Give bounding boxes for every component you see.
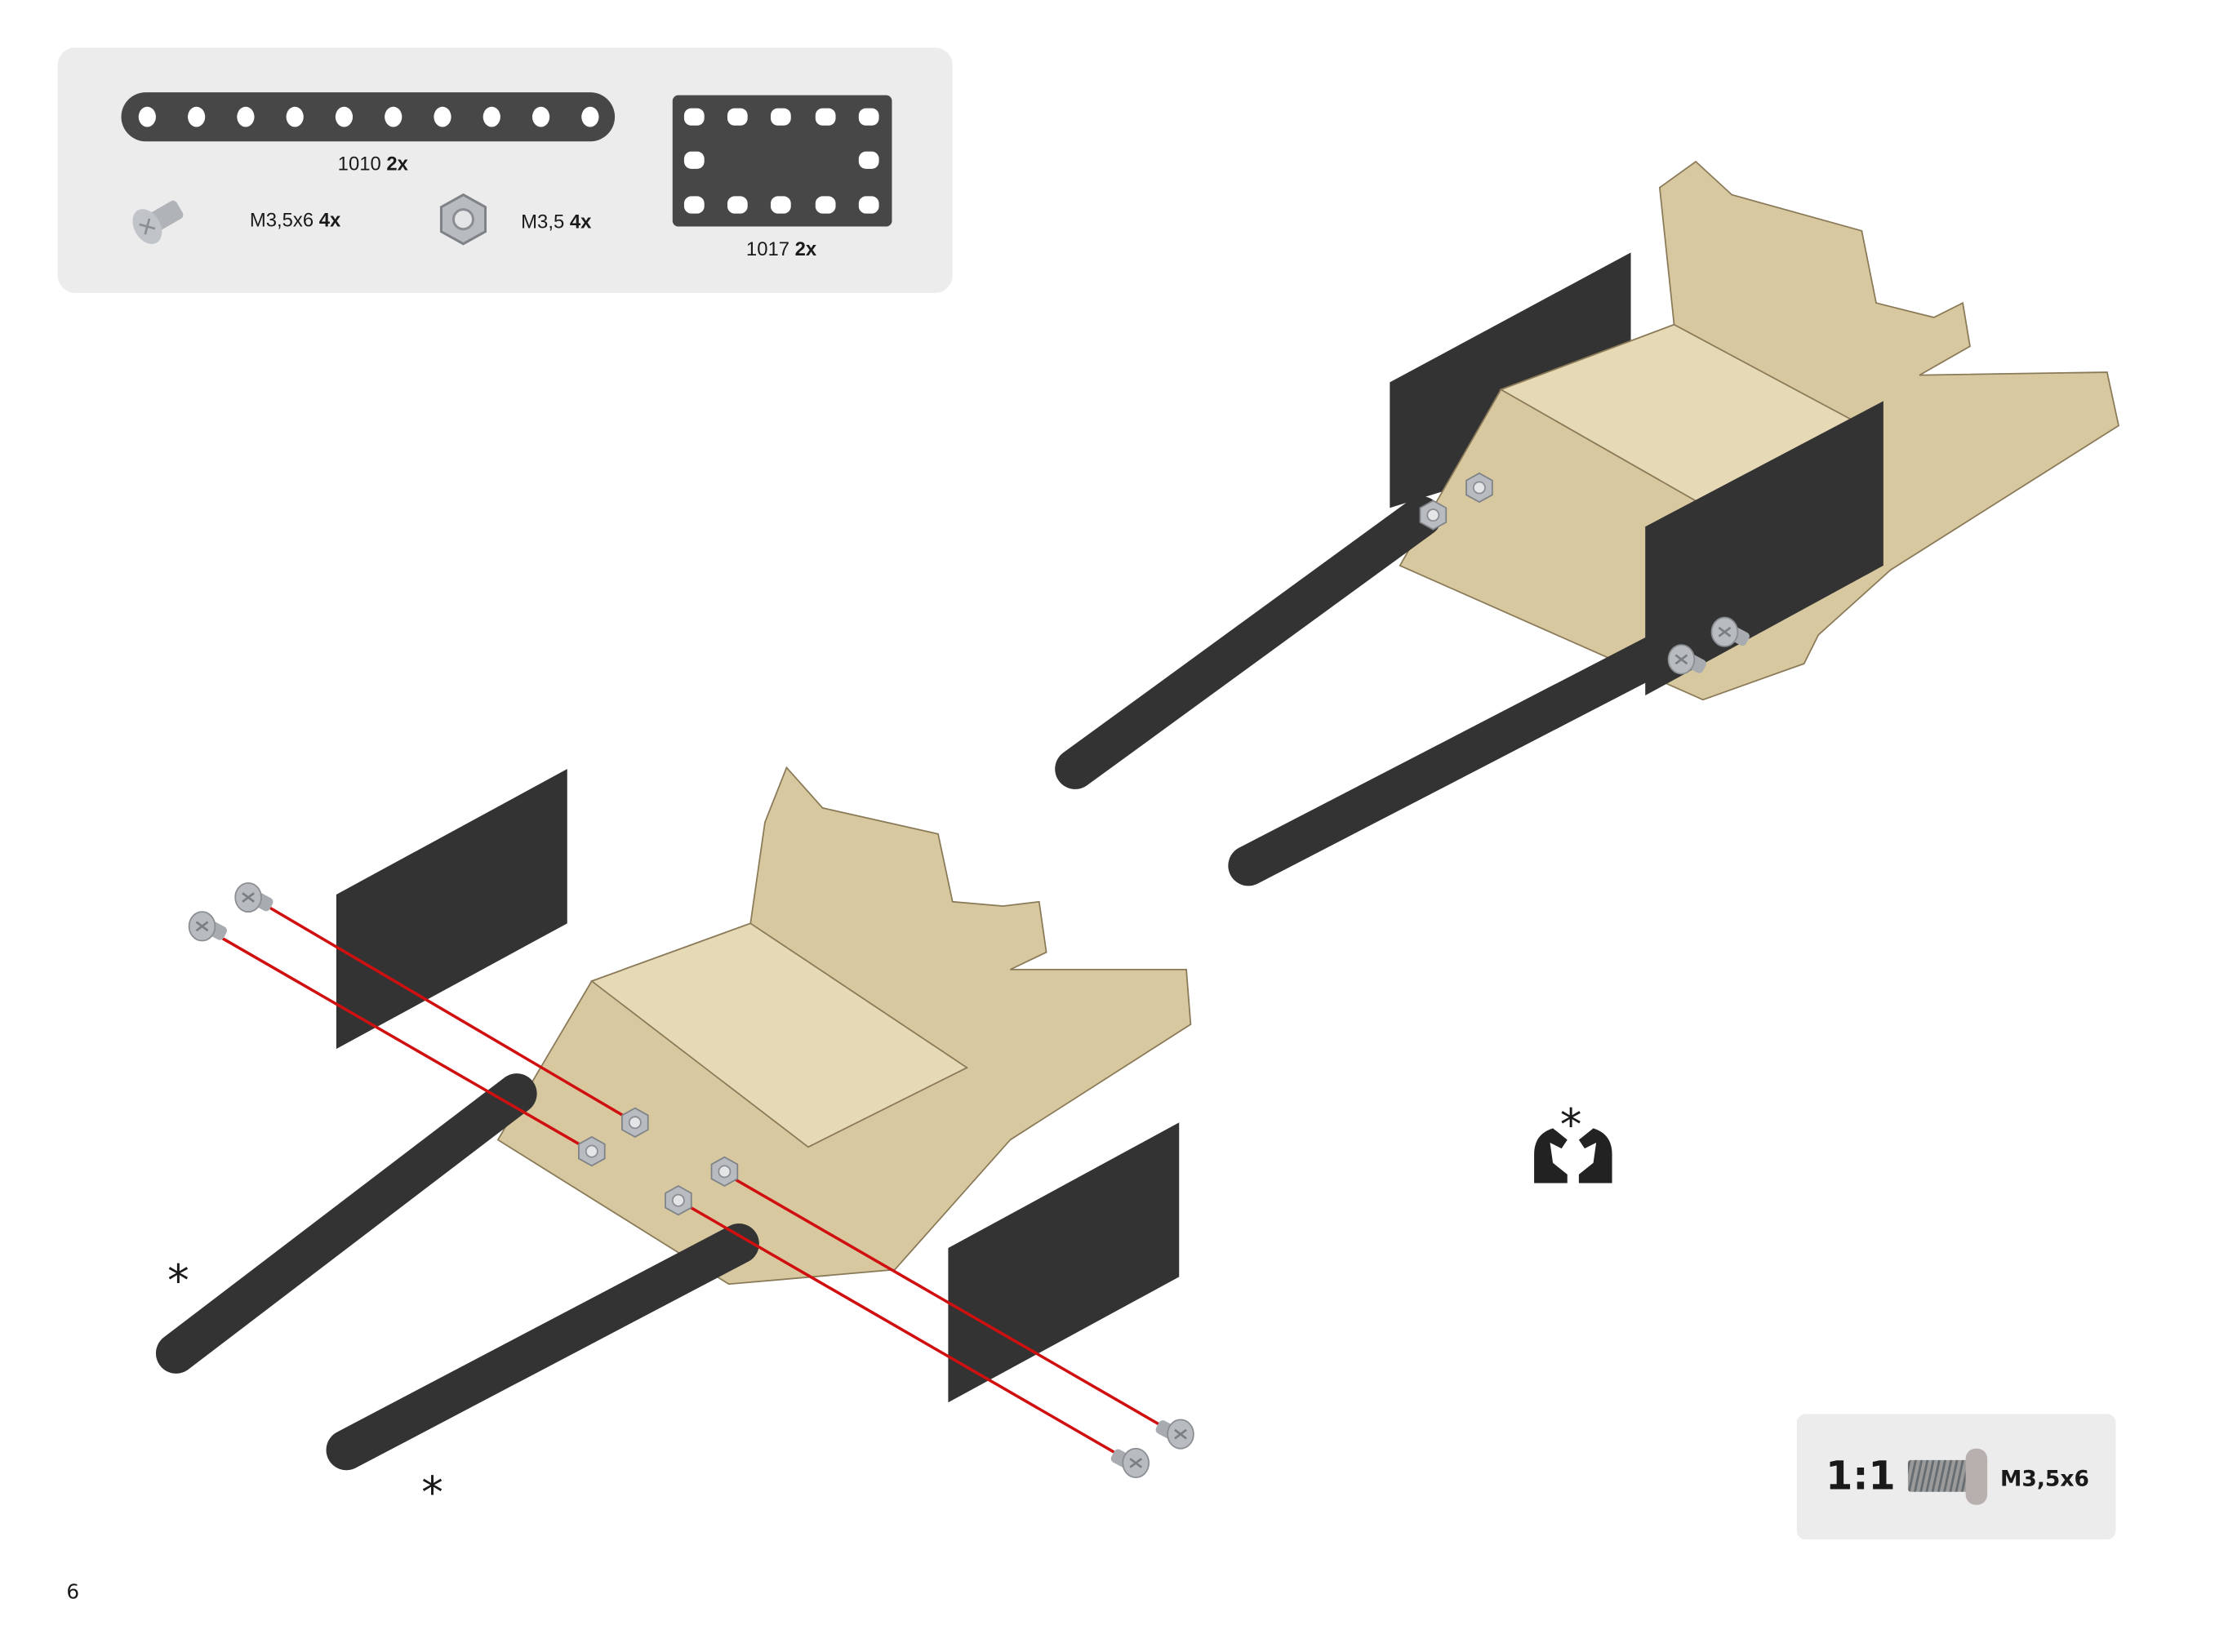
strip-hole (138, 106, 156, 127)
strip-hole (581, 106, 599, 127)
screw-icon (132, 200, 184, 244)
plate-hole (683, 196, 705, 214)
strip-hole (188, 106, 206, 127)
plate-hole (727, 108, 748, 126)
plate-hole (727, 196, 748, 214)
plate-hole (683, 108, 705, 126)
strip-hole (385, 106, 402, 127)
strip-hole (286, 106, 304, 127)
scale-ratio: 1:1 (1826, 1454, 1895, 1499)
assembled-model-illustration (1055, 160, 2120, 886)
asterisk-mark: * (421, 1468, 443, 1518)
part-screw-label: M3,5x6 4x (250, 210, 341, 232)
plate-hole (858, 196, 879, 214)
flat-plate-icon (672, 95, 892, 227)
part-1010-label: 1010 2x (338, 153, 409, 175)
plate-hole (683, 151, 705, 169)
part-1017-label: 1017 2x (746, 238, 817, 260)
hands-icon: * (1534, 1099, 1612, 1183)
plate-hole (858, 151, 879, 169)
nut-icon (439, 193, 487, 246)
strip-hole (531, 106, 550, 127)
plate-hole (770, 108, 791, 126)
perforated-strip-icon (121, 92, 616, 142)
scale-part-label: M3,5x6 (2000, 1467, 2089, 1492)
strip-hole (335, 106, 354, 127)
strip-hole (483, 106, 500, 127)
part-nut-label: M3,5 4x (521, 211, 592, 233)
plate-hole (815, 108, 836, 126)
asterisk-mark: * (167, 1255, 189, 1306)
parts-list-panel: 1010 2x 1017 2x M3,5x6 4x M3,5 4x (57, 47, 953, 293)
page-number: 6 (66, 1580, 79, 1604)
assembly-guide-lines (216, 904, 1167, 1459)
strip-hole (237, 106, 255, 127)
plate-hole (770, 196, 791, 214)
screw-actual-size-icon (1907, 1448, 1988, 1505)
scale-reference-panel: 1:1 M3,5x6 (1796, 1414, 2116, 1540)
plate-hole (815, 196, 836, 214)
strip-hole (434, 106, 451, 127)
plate-hole (858, 108, 879, 126)
exploded-view-illustration: * * (155, 766, 1195, 1518)
